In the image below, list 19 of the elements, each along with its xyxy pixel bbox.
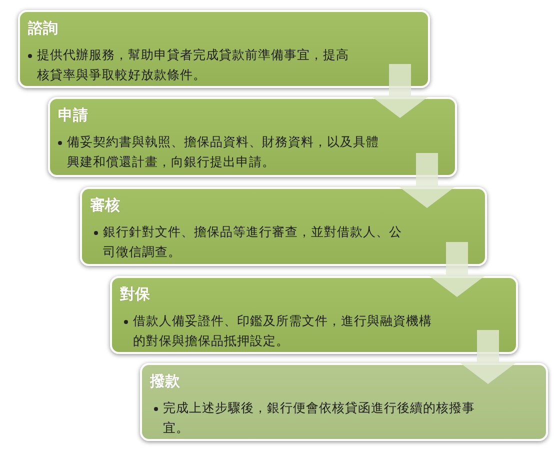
step-description: 銀行針對文件、擔保品等進行審查，並對借款人、公司徵信調查。 (103, 223, 403, 261)
block-arrow (371, 64, 429, 118)
block-arrow (459, 330, 517, 384)
step-box (80, 187, 487, 266)
step-description: 提供代辦服務，幫助申貸者完成貸款前準備事宜，提高核貸率與爭取較好放款條件。 (37, 46, 349, 84)
step-heading: 對保 (120, 284, 151, 304)
step-heading: 撥款 (150, 371, 181, 391)
step-heading: 審核 (90, 195, 121, 215)
block-arrow (398, 153, 456, 208)
step-description: 備妥契約書與執照、擔保品資料、財務資料，以及具體興建和償還計畫，向銀行提出申請。 (67, 133, 380, 171)
step-box (48, 97, 457, 177)
step-heading: 諮詢 (28, 18, 59, 38)
step-heading: 申請 (58, 105, 89, 125)
step-description: 借款人備妥證件、印鑑及所需文件，進行與融資機構的對保與擔保品抵押設定。 (133, 312, 433, 350)
step-box (140, 363, 548, 441)
step-box (110, 276, 518, 354)
step-box (18, 10, 430, 88)
step-description: 完成上述步驟後，銀行便會依核貸函進行後續的核撥事宜。 (163, 399, 475, 437)
block-arrow (428, 242, 486, 297)
